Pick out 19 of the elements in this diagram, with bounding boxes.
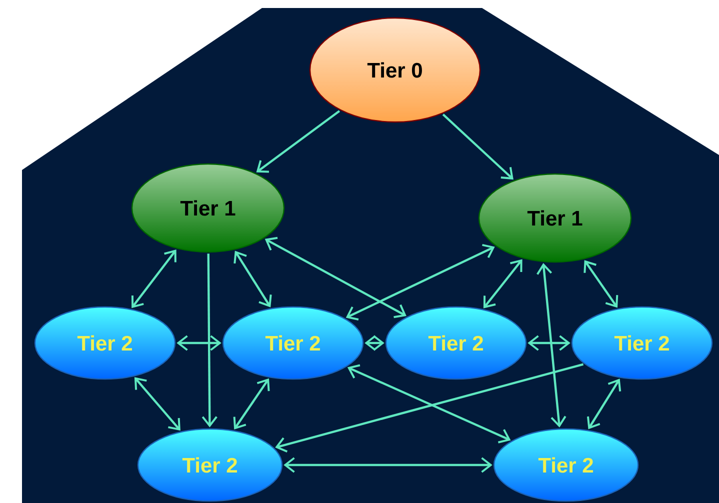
arrow [275, 363, 584, 452]
arrow [284, 457, 492, 473]
arrow [176, 335, 222, 351]
arrow [483, 259, 522, 308]
arrow [346, 244, 495, 320]
arrow [536, 263, 566, 428]
arrow [264, 236, 406, 318]
arrow [134, 377, 180, 431]
arrow [586, 378, 622, 430]
arrow [442, 114, 514, 180]
arrow [131, 250, 176, 308]
arrow [256, 110, 340, 173]
arrow [233, 378, 270, 430]
arrow [528, 335, 570, 351]
arrow [364, 335, 384, 351]
arrow [347, 364, 511, 444]
arrow [202, 254, 218, 428]
arrow [234, 250, 272, 308]
arrow [584, 260, 618, 308]
